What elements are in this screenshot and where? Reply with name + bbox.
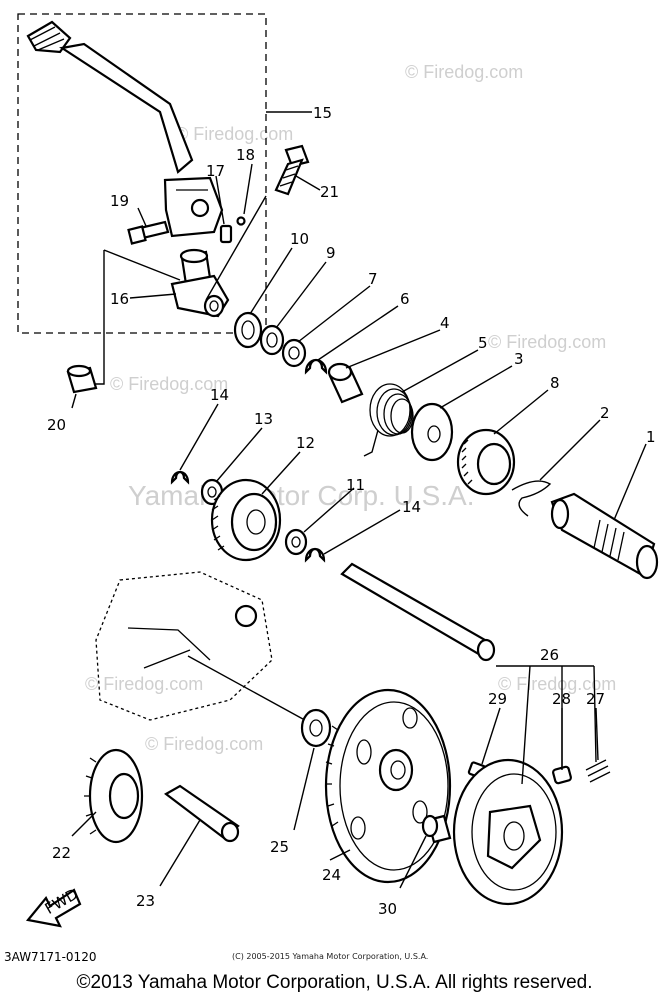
label-1: 1 bbox=[646, 428, 656, 446]
pinch-bolt bbox=[127, 220, 170, 245]
copyright-small: (C) 2005-2015 Yamaha Motor Corporation, … bbox=[232, 952, 429, 961]
fwd-arrow: FWD bbox=[25, 885, 82, 928]
label-17: 17 bbox=[206, 162, 225, 180]
label-4: 4 bbox=[440, 314, 450, 332]
label-14a: 14 bbox=[210, 386, 229, 404]
bolt-30 bbox=[421, 814, 452, 844]
watermark-site: © Firedog.com bbox=[175, 124, 293, 144]
watermark-site: © Firedog.com bbox=[85, 674, 203, 694]
collar bbox=[66, 364, 98, 394]
label-15: 15 bbox=[313, 104, 332, 122]
shaft bbox=[340, 562, 496, 662]
ratchet-wheel bbox=[456, 428, 516, 496]
label-29: 29 bbox=[488, 690, 507, 708]
label-13: 13 bbox=[254, 410, 273, 428]
label-2: 2 bbox=[600, 404, 610, 422]
circlip-6 bbox=[304, 358, 328, 375]
label-20: 20 bbox=[47, 416, 66, 434]
copyright-notice: ©2013 Yamaha Motor Corporation, U.S.A. A… bbox=[76, 972, 593, 993]
part-labels: 15 18 17 19 21 16 20 10 9 7 6 4 5 3 8 2 … bbox=[47, 104, 656, 918]
kick-lever-assembly-box bbox=[17, 13, 267, 334]
label-24: 24 bbox=[322, 866, 341, 884]
label-7: 7 bbox=[368, 270, 378, 288]
spring-27 bbox=[585, 759, 611, 783]
crankcase-outline bbox=[95, 571, 313, 725]
shaft-23 bbox=[164, 784, 240, 843]
idle-gear-22 bbox=[84, 748, 144, 844]
plain-washer bbox=[410, 402, 454, 462]
watermarks: Yamaha Motor Corp. U.S.A. © Firedog.com … bbox=[85, 62, 616, 754]
label-28: 28 bbox=[552, 690, 571, 708]
oil-seal bbox=[233, 311, 263, 349]
kick-boss bbox=[170, 248, 230, 318]
label-19: 19 bbox=[110, 192, 129, 210]
label-9: 9 bbox=[326, 244, 336, 262]
spring-guide bbox=[327, 362, 364, 404]
set-screw bbox=[219, 224, 233, 244]
washer-25 bbox=[300, 708, 332, 748]
kick-axle bbox=[550, 492, 659, 580]
watermark-center: Yamaha Motor Corp. U.S.A. bbox=[128, 480, 475, 511]
washer-11 bbox=[284, 528, 308, 556]
label-12: 12 bbox=[296, 434, 315, 452]
label-8: 8 bbox=[550, 374, 560, 392]
label-5: 5 bbox=[478, 334, 488, 352]
watermark-site: © Firedog.com bbox=[405, 62, 523, 82]
kick-lever-bolt bbox=[274, 144, 310, 196]
label-30: 30 bbox=[378, 900, 397, 918]
starter-wheel-gear bbox=[324, 688, 452, 884]
circlip-14a bbox=[170, 470, 190, 485]
label-11: 11 bbox=[346, 476, 365, 494]
diagram-code: 3AW7171-0120 bbox=[4, 950, 97, 964]
kick-idle-gear bbox=[210, 478, 282, 562]
label-26: 26 bbox=[540, 646, 559, 664]
plunger-28 bbox=[552, 765, 572, 785]
label-16: 16 bbox=[110, 290, 129, 308]
label-22: 22 bbox=[52, 844, 71, 862]
torsion-spring bbox=[363, 383, 414, 457]
starter-clutch bbox=[452, 758, 564, 906]
washer-9 bbox=[259, 324, 285, 356]
label-14b: 14 bbox=[402, 498, 421, 516]
label-25: 25 bbox=[270, 838, 289, 856]
steel-ball bbox=[236, 216, 246, 226]
clip-2 bbox=[511, 480, 552, 517]
label-21: 21 bbox=[320, 183, 339, 201]
label-10: 10 bbox=[290, 230, 309, 248]
label-6: 6 bbox=[400, 290, 410, 308]
circlip-14b bbox=[304, 547, 326, 563]
label-23: 23 bbox=[136, 892, 155, 910]
watermark-site: © Firedog.com bbox=[110, 374, 228, 394]
leader-lines bbox=[71, 111, 647, 889]
label-3: 3 bbox=[514, 350, 524, 368]
watermark-site: © Firedog.com bbox=[498, 674, 616, 694]
watermark-site: © Firedog.com bbox=[488, 332, 606, 352]
watermark-site: © Firedog.com bbox=[145, 734, 263, 754]
label-27: 27 bbox=[586, 690, 605, 708]
washer-7 bbox=[281, 338, 307, 368]
kick-lever bbox=[26, 20, 224, 238]
label-18: 18 bbox=[236, 146, 255, 164]
